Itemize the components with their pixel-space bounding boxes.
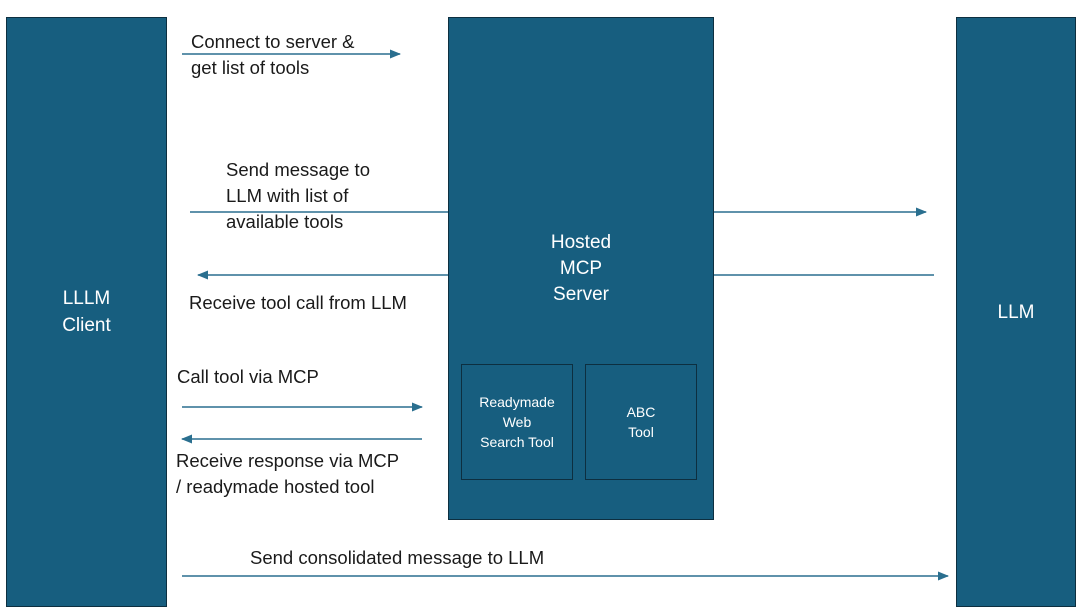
readymade-web-search-tool-box: Readymade Web Search Tool — [461, 364, 573, 480]
abc-tool-box: ABC Tool — [585, 364, 697, 480]
abc-tool-label: ABC Tool — [626, 404, 656, 440]
label-receive-response: Receive response via MCP / readymade hos… — [176, 450, 400, 497]
llm-client-box: LLLM Client — [6, 17, 167, 607]
label-connect: Connect to server & get list of tools — [191, 31, 355, 78]
web-search-tool-label: Readymade Web Search Tool — [479, 394, 555, 450]
label-send-consolidated: Send consolidated message to LLM — [250, 547, 545, 568]
llm-box: LLM — [956, 17, 1076, 607]
label-receive-tool-call: Receive tool call from LLM — [189, 292, 407, 313]
hosted-mcp-server-box: Hosted MCP Server Readymade Web Search T… — [448, 17, 714, 520]
llm-client-label: LLLM Client — [62, 288, 111, 336]
hosted-mcp-server-label: Hosted MCP Server — [550, 232, 612, 305]
label-call-tool: Call tool via MCP — [177, 366, 319, 387]
label-send-message: Send message to LLM with list of availab… — [226, 159, 370, 232]
llm-label: LLM — [997, 301, 1035, 323]
